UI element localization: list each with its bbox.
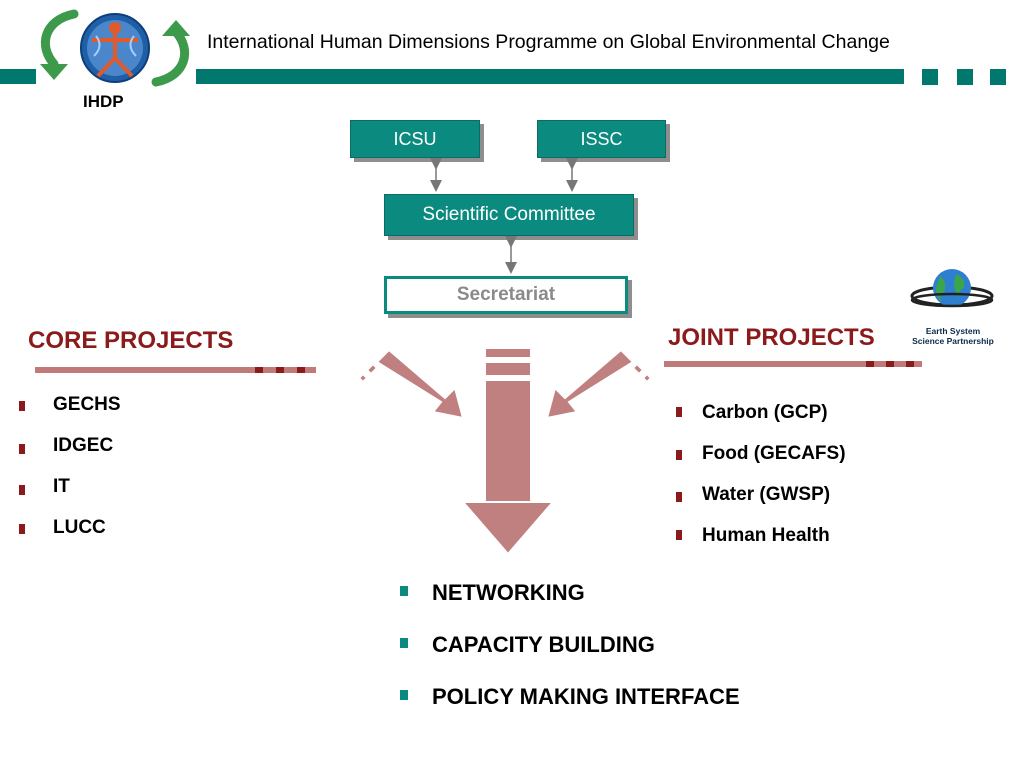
header-square — [922, 69, 938, 85]
bullet-icon — [400, 586, 408, 596]
list-item: IT — [18, 476, 121, 517]
core-project-label: IDGEC — [53, 435, 114, 456]
globe-icon — [910, 269, 994, 308]
core-project-label: IT — [53, 476, 70, 497]
logo-label: IHDP — [83, 92, 124, 111]
list-item: Human Health — [676, 525, 846, 566]
output-label: CAPACITY BUILDING — [432, 632, 655, 657]
joint-projects-title: JOINT PROJECTS — [668, 324, 875, 351]
essp-label-line2: Science Partnership — [912, 336, 994, 346]
joint-project-label: Food (GECAFS) — [702, 443, 846, 464]
underline-accent — [276, 367, 284, 373]
bullet-icon — [676, 530, 682, 540]
ihdp-logo-icon — [40, 9, 190, 87]
underline-accent — [255, 367, 263, 373]
bullet-icon — [676, 450, 682, 460]
bullet-icon — [19, 485, 25, 495]
joint-project-label: Human Health — [702, 525, 830, 546]
bullet-icon — [19, 401, 25, 411]
joint-projects-underline — [664, 361, 922, 367]
underline-accent — [886, 361, 894, 367]
secretariat-box: Secretariat — [384, 276, 628, 314]
essp-logo — [908, 266, 998, 326]
bullet-icon — [19, 524, 25, 534]
left-diagonal-arrow — [357, 348, 465, 420]
list-item: Food (GECAFS) — [676, 443, 846, 484]
page-title: International Human Dimensions Programme… — [207, 31, 890, 53]
list-item: Water (GWSP) — [676, 484, 846, 525]
bullet-icon — [400, 690, 408, 700]
center-down-arrow — [460, 347, 556, 556]
core-projects-list: GECHS IDGEC IT LUCC — [18, 394, 121, 558]
list-item: POLICY MAKING INTERFACE — [400, 684, 740, 736]
list-item: CAPACITY BUILDING — [400, 632, 740, 684]
underline-accent — [297, 367, 305, 373]
bullet-icon — [676, 407, 682, 417]
core-projects-underline — [35, 367, 316, 373]
scientific-committee-box: Scientific Committee — [384, 194, 634, 236]
header-bar-main — [196, 69, 904, 84]
core-project-label: GECHS — [53, 394, 121, 415]
list-item: Carbon (GCP) — [676, 402, 846, 443]
list-item: LUCC — [18, 517, 121, 558]
core-project-label: LUCC — [53, 517, 106, 538]
joint-project-label: Carbon (GCP) — [702, 402, 828, 423]
connector-arrows — [430, 158, 578, 274]
joint-project-label: Water (GWSP) — [702, 484, 831, 505]
header-square — [990, 69, 1006, 85]
convergence-arrows — [357, 347, 653, 556]
icsu-box: ICSU — [350, 120, 480, 158]
bullet-icon — [19, 444, 25, 454]
right-diagonal-arrow — [545, 348, 653, 420]
list-item: IDGEC — [18, 435, 121, 476]
header-bar-left — [0, 69, 36, 84]
underline-accent — [906, 361, 914, 367]
outputs-list: NETWORKING CAPACITY BUILDING POLICY MAKI… — [400, 580, 740, 736]
output-label: NETWORKING — [432, 580, 585, 605]
output-label: POLICY MAKING INTERFACE — [432, 684, 740, 709]
ihdp-logo — [34, 6, 196, 90]
underline-accent — [866, 361, 874, 367]
list-item: GECHS — [18, 394, 121, 435]
essp-label-line1: Earth System — [925, 326, 981, 336]
essp-label: Earth System Science Partnership — [911, 326, 995, 346]
header-square — [957, 69, 973, 85]
bullet-icon — [676, 492, 682, 502]
bullet-icon — [400, 638, 408, 648]
joint-projects-list: Carbon (GCP) Food (GECAFS) Water (GWSP) … — [676, 402, 846, 566]
list-item: NETWORKING — [400, 580, 740, 632]
issc-box: ISSC — [537, 120, 666, 158]
core-projects-title: CORE PROJECTS — [28, 327, 234, 354]
